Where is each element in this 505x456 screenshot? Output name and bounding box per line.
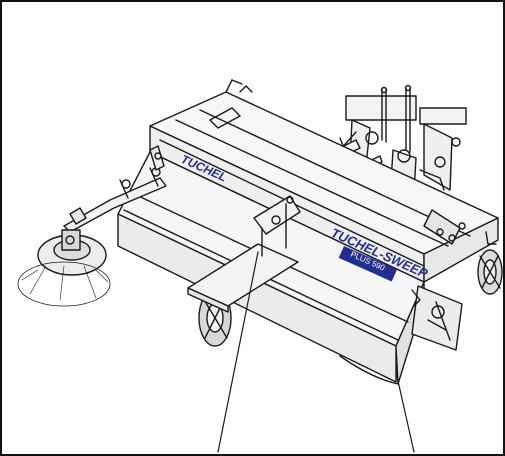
brand-right-badge (338, 246, 397, 282)
side-brush (17, 229, 111, 307)
pointer-lines (217, 251, 415, 453)
side-brush-arm (63, 145, 167, 233)
right-wheel (477, 231, 503, 295)
front-support-arm (187, 195, 301, 313)
right-brush-plate (411, 285, 463, 351)
